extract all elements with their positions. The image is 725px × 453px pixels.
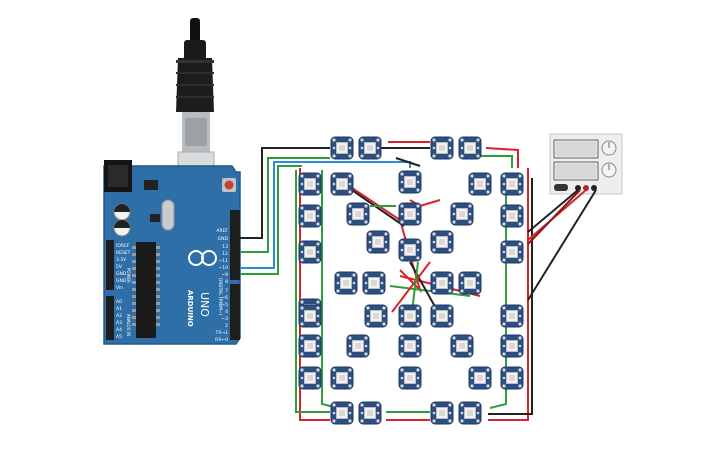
- power-label: POWER: [126, 268, 131, 283]
- pin-label-12: 12: [222, 251, 228, 257]
- psu-positive-terminal[interactable]: [583, 185, 589, 191]
- pin-label-6: ~6: [221, 295, 228, 301]
- neopixel-module[interactable]: [346, 334, 370, 358]
- pin-label-aref: AREF: [216, 228, 228, 234]
- neopixel-module[interactable]: [458, 271, 482, 295]
- wire-green: [240, 157, 330, 253]
- pin-label-gnd: GND: [218, 236, 229, 242]
- neopixel-module[interactable]: [298, 172, 322, 196]
- neopixel-module[interactable]: [330, 366, 354, 390]
- pin-label-3: ~3: [221, 316, 228, 322]
- pin-label-9: ~9: [221, 272, 228, 278]
- neopixel-module[interactable]: [298, 366, 322, 390]
- wire-green-2: [240, 165, 302, 275]
- pin-label-vin: Vin: [116, 285, 123, 291]
- pin-label-rx: RX←0: [215, 337, 228, 343]
- pin-label-a3: A3: [116, 320, 122, 326]
- pin-label-11: ~11: [219, 258, 229, 264]
- neopixel-module[interactable]: [500, 204, 524, 228]
- arduino-brand-text: ARDUINO: [186, 290, 194, 327]
- pin-label-7: 7: [225, 288, 228, 294]
- neopixel-module[interactable]: [468, 366, 492, 390]
- pin-label-8: 8: [225, 279, 228, 285]
- pin-label-a2: A2: [116, 313, 122, 319]
- neopixel-module[interactable]: [430, 304, 454, 328]
- pin-label-3v3: 3.3V: [116, 257, 127, 263]
- pin-label-5: ~5: [221, 302, 228, 308]
- neopixel-module[interactable]: [330, 401, 354, 425]
- neopixel-module[interactable]: [430, 401, 454, 425]
- neopixel-module[interactable]: [346, 202, 370, 226]
- reset-button[interactable]: [224, 180, 234, 190]
- neopixel-module[interactable]: [500, 304, 524, 328]
- arduino-uno-board[interactable]: ARDUINO UNO AREF GND 13 12 ~11 ~10 ~9 8 …: [103, 160, 241, 345]
- neopixel-module[interactable]: [430, 136, 454, 160]
- neopixel-module[interactable]: [298, 304, 322, 328]
- pin-label-tx: TX→1: [215, 330, 229, 336]
- neopixel-module[interactable]: [398, 238, 422, 262]
- neopixel-module[interactable]: [430, 271, 454, 295]
- neopixel-module[interactable]: [458, 136, 482, 160]
- pin-label-gnd1: GND: [116, 271, 127, 277]
- neopixel-module[interactable]: [330, 136, 354, 160]
- psu-negative-terminal[interactable]: [575, 185, 581, 191]
- power-supply[interactable]: [549, 133, 623, 195]
- pin-label-10: ~10: [219, 265, 229, 271]
- neopixel-module[interactable]: [298, 334, 322, 358]
- neopixel-module[interactable]: [330, 172, 354, 196]
- neopixel-module[interactable]: [298, 204, 322, 228]
- pin-label-gnd2: GND: [116, 278, 127, 284]
- pin-label-4: 4: [225, 309, 228, 315]
- neopixel-module[interactable]: [358, 136, 382, 160]
- neopixel-module[interactable]: [500, 240, 524, 264]
- neopixel-module[interactable]: [362, 271, 386, 295]
- digital-pwm-label: DIGITAL (PWM~): [217, 278, 223, 316]
- neopixel-module[interactable]: [468, 172, 492, 196]
- arduino-wires[interactable]: [240, 147, 411, 275]
- wire-gnd-black: [240, 147, 330, 239]
- pin-label-ioref: IOREF: [116, 243, 130, 249]
- neopixel-module[interactable]: [366, 230, 390, 254]
- neopixel-module[interactable]: [458, 401, 482, 425]
- neopixel-module[interactable]: [450, 334, 474, 358]
- analog-in-label: ANALOG IN: [126, 314, 131, 336]
- pin-label-a5: A5: [116, 334, 122, 340]
- neopixel-module[interactable]: [398, 334, 422, 358]
- pin-label-reset: RESET: [116, 250, 131, 256]
- neopixel-module[interactable]: [298, 240, 322, 264]
- pin-label-a0: A0: [116, 299, 122, 305]
- wire-data-blue: [240, 161, 411, 269]
- neopixel-module[interactable]: [358, 401, 382, 425]
- arduino-model-text: UNO: [198, 292, 211, 317]
- neopixel-module[interactable]: [430, 230, 454, 254]
- pin-label-5v: 5V: [116, 264, 123, 270]
- neopixel-module[interactable]: [398, 304, 422, 328]
- neopixel-module[interactable]: [500, 366, 524, 390]
- neopixel-module[interactable]: [450, 202, 474, 226]
- neopixel-module[interactable]: [398, 366, 422, 390]
- neopixel-module[interactable]: [334, 271, 358, 295]
- pin-label-13: 13: [222, 244, 228, 250]
- neopixel-module[interactable]: [500, 334, 524, 358]
- neopixel-module[interactable]: [364, 304, 388, 328]
- neopixel-module[interactable]: [500, 172, 524, 196]
- pin-label-2: 2: [225, 323, 228, 329]
- arduino-logo-icon: [188, 250, 217, 266]
- pin-label-a4: A4: [116, 327, 122, 333]
- psu-power-switch[interactable]: [554, 184, 568, 191]
- neopixel-module[interactable]: [398, 170, 422, 194]
- pin-label-a1: A1: [116, 306, 122, 312]
- neopixel-module[interactable]: [398, 202, 422, 226]
